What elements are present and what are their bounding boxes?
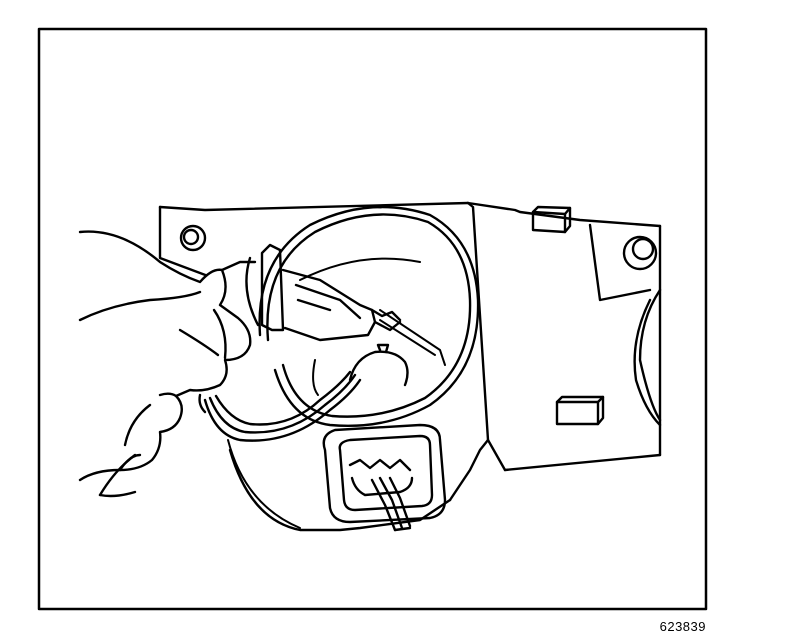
bulb-assembly [216, 243, 402, 342]
housing-tab-upper [531, 205, 572, 234]
socket-opening [348, 343, 409, 387]
housing-lower-arc [227, 439, 301, 529]
housing-tab-lower [555, 395, 605, 426]
illustration-frame [37, 27, 708, 611]
mounting-hole [179, 224, 207, 252]
hand [78, 230, 252, 498]
lamp-housing [158, 201, 662, 532]
electrical-connector [322, 423, 447, 532]
wiring-harness [198, 205, 480, 442]
adjacent-lamp [588, 223, 662, 457]
figure-number: 623839 [659, 619, 706, 634]
